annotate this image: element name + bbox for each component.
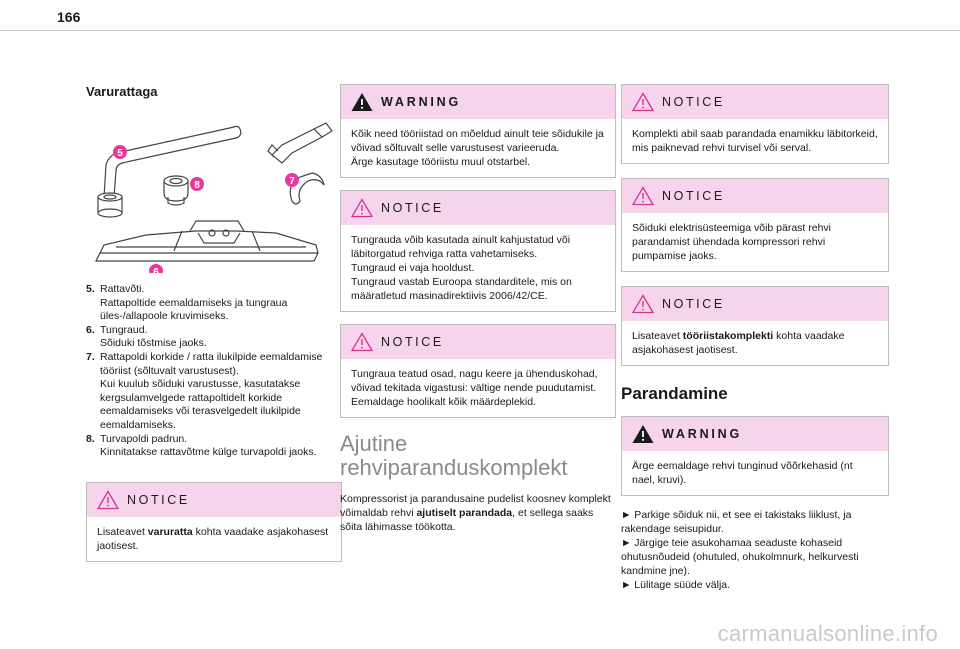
watermark: carmanualsonline.info [717, 621, 938, 646]
notice-header: NOTICE [622, 179, 888, 213]
list-item: ► Lülitage süüde välja. [621, 579, 731, 591]
list-item: ► Parkige sõiduk nii, et see ei takistak… [621, 509, 852, 535]
notice-label: NOTICE [662, 189, 725, 203]
notice-box: NOTICE Komplekti abil saab parandada ena… [621, 84, 889, 164]
top-rule [0, 30, 960, 31]
notice-text: Lisateavet varuratta kohta vaadake asjak… [97, 525, 329, 552]
notice-header: NOTICE [622, 85, 888, 119]
page-number: 166 [57, 9, 81, 25]
warning-triangle-icon [351, 198, 373, 218]
column-middle: WARNING Kõik need tööriistad on mõeldud … [340, 84, 616, 534]
notice-box: NOTICE Tungraua teatud osad, nagu keere … [340, 324, 616, 418]
notice-box: NOTICE Sõiduki elektrisüsteemiga võib pä… [621, 178, 889, 272]
paragraph-kit-intro: Kompressorist ja parandusaine pudelist k… [340, 493, 611, 533]
section-heading-parandamine: Parandamine [621, 384, 728, 403]
item-number: 8. [86, 432, 95, 445]
item-desc: Sõiduki tõstmise jaoks. [100, 337, 207, 350]
notice-header: NOTICE [341, 325, 615, 359]
warning-triangle-icon [632, 186, 654, 206]
notice-box: NOTICE Lisateavet varuratta kohta vaadak… [86, 481, 342, 562]
callout-5-label: 5 [117, 148, 123, 159]
item-desc: Kui kuulub sõiduki varustusse, kasutatak… [100, 378, 301, 431]
list-item: 8. Turvapoldi padrun.Kinnitatakse rattav… [86, 433, 342, 460]
notice-text: Tungrauda võib kasutada ainult kahjustat… [351, 234, 572, 302]
notice-header: NOTICE [622, 287, 888, 321]
warning-text: Kõik need tööriistad on mõeldud ainult t… [351, 128, 604, 168]
notice-text: Lisateavet tööriistakomplekti kohta vaad… [632, 330, 845, 356]
notice-text: Komplekti abil saab parandada enamikku l… [632, 128, 878, 154]
warning-box: WARNING Ärge eemaldage rehvi tunginud võ… [621, 416, 889, 496]
warning-header: WARNING [622, 417, 888, 451]
callout-6-label: 6 [153, 267, 159, 273]
callout-8-label: 8 [194, 180, 200, 191]
warning-text: Ärge eemaldage rehvi tunginud võõrkehasi… [632, 460, 853, 486]
item-title: Turvapoldi padrun. [100, 432, 188, 445]
notice-text: Sõiduki elektrisüsteemiga võib pärast re… [632, 222, 832, 262]
item-number: 6. [86, 323, 95, 336]
item-title: Rattavõti. [100, 283, 145, 295]
tools-list: 5. Rattavõti.Rattapoltide eemaldamiseks … [86, 283, 342, 460]
callout-7 [285, 173, 299, 187]
item-title: Rattapoldi korkide / ratta ilukilpide ee… [100, 350, 323, 377]
repair-steps: ► Parkige sõiduk nii, et see ei takistak… [621, 508, 889, 592]
item-number: 7. [86, 350, 95, 363]
callout-5 [113, 145, 127, 159]
notice-label: NOTICE [662, 95, 725, 109]
list-item: 7. Rattapoldi korkide / ratta ilukilpide… [86, 351, 342, 433]
list-item: 5. Rattavõti.Rattapoltide eemaldamiseks … [86, 283, 342, 324]
item-desc: Kinnitatakse rattavõtme külge turvapoldi… [100, 446, 317, 459]
notice-label: NOTICE [381, 335, 444, 349]
warning-label: WARNING [662, 427, 743, 441]
warning-triangle-icon [97, 489, 119, 509]
callout-7-label: 7 [289, 176, 295, 187]
warning-triangle-icon [632, 425, 654, 443]
list-item: 6. Tungraud.Sõiduki tõstmise jaoks. [86, 324, 342, 351]
warning-header: WARNING [341, 85, 615, 119]
notice-label: NOTICE [381, 201, 444, 215]
tools-illustration: 5 8 7 6 [86, 105, 342, 278]
notice-box: NOTICE Lisateavet tööriistakomplekti koh… [621, 286, 889, 366]
notice-header: NOTICE [341, 191, 615, 225]
notice-header: NOTICE [87, 482, 341, 517]
callout-8 [190, 177, 204, 191]
warning-label: WARNING [381, 95, 462, 109]
warning-triangle-icon [351, 332, 373, 352]
tools-drawing: 5 8 7 6 [95, 122, 333, 278]
section-title-varurattaga: Varurattaga [86, 84, 158, 99]
warning-box: WARNING Kõik need tööriistad on mõeldud … [340, 84, 616, 178]
notice-label: NOTICE [127, 492, 190, 507]
notice-label: NOTICE [662, 297, 725, 311]
column-left: Varurattaga [86, 84, 342, 574]
item-number: 5. [86, 283, 95, 295]
section-heading-rehviparanduskomplekt: Ajutine rehviparanduskomplekt [340, 431, 568, 480]
warning-triangle-icon [351, 93, 373, 111]
item-desc: Rattapoltide eemaldamiseks ja tungraua ü… [100, 296, 288, 323]
list-item: ► Järgige teie asukohamaa seaduste kohas… [621, 537, 859, 577]
notice-text: Tungraua teatud osad, nagu keere ja ühen… [351, 368, 598, 408]
warning-triangle-icon [632, 92, 654, 112]
warning-triangle-icon [632, 294, 654, 314]
column-right: NOTICE Komplekti abil saab parandada ena… [621, 84, 889, 592]
item-title: Tungraud. [100, 323, 148, 336]
notice-box: NOTICE Tungrauda võib kasutada ainult ka… [340, 190, 616, 312]
